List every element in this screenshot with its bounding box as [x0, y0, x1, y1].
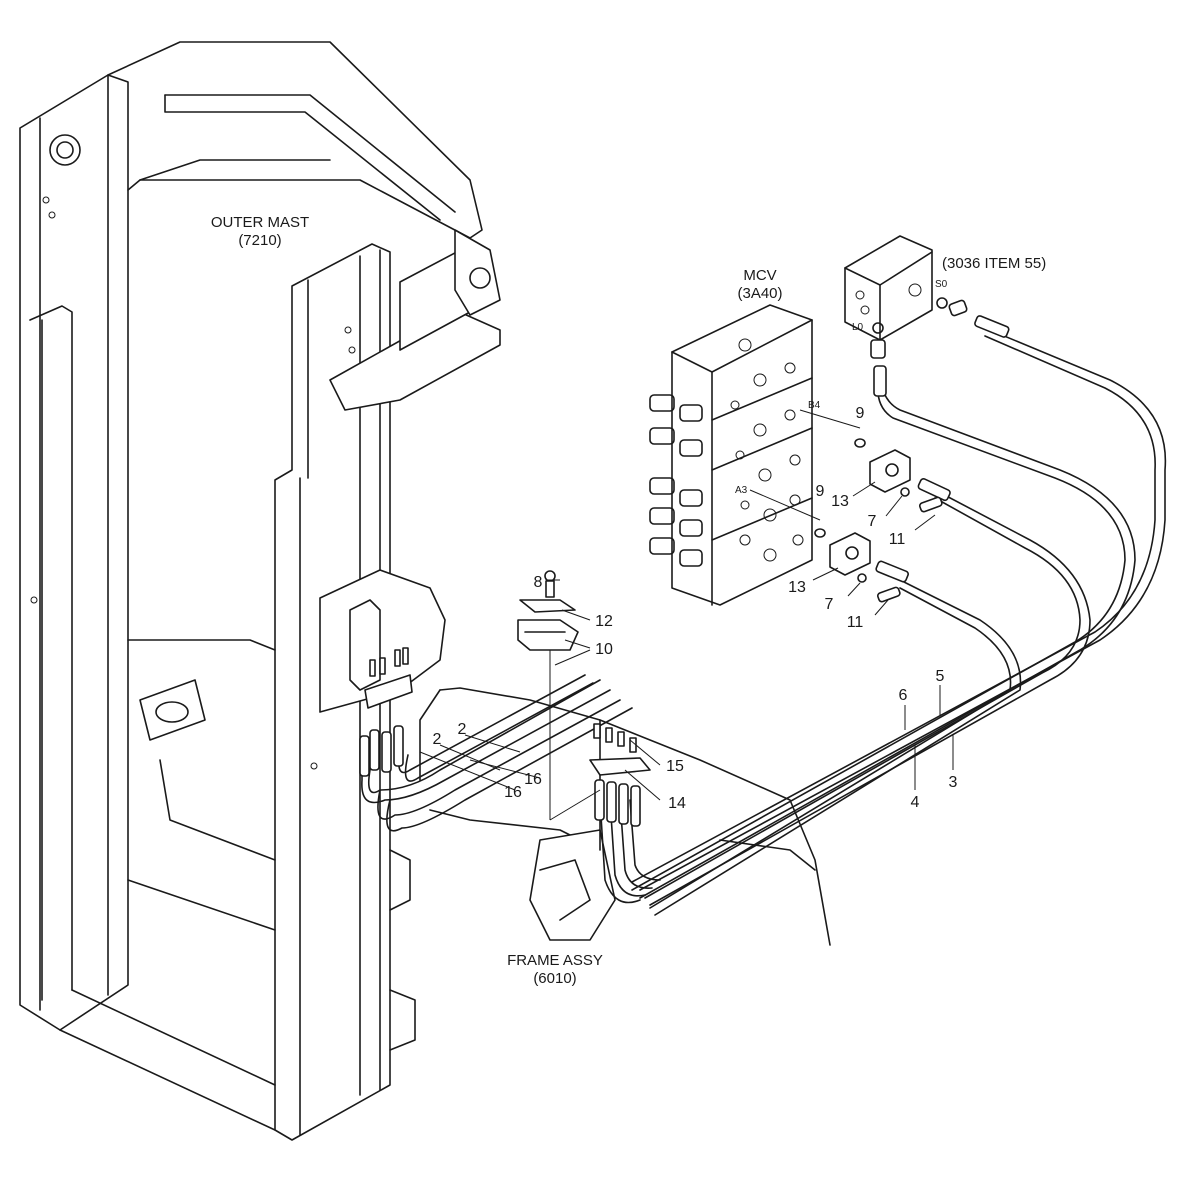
- callout-16: 16: [524, 771, 542, 788]
- callout-14: 14: [668, 795, 686, 812]
- callout-13: 13: [831, 493, 849, 510]
- callout-6: 6: [899, 687, 908, 704]
- callout-13: 13: [788, 579, 806, 596]
- outer-mast-code: (7210): [238, 232, 281, 249]
- callout-9: 9: [816, 483, 825, 500]
- callout-numbers: 2 2 3 4 5 6 7 7 8 9 9 10 11 11 12 13 13 …: [433, 405, 958, 812]
- mcv-label: MCV: [743, 267, 776, 284]
- frame-assy-label: FRAME ASSY: [507, 952, 603, 969]
- callout-9: 9: [856, 405, 865, 422]
- callout-11: 11: [889, 531, 906, 548]
- port-l0-label: L0: [852, 322, 864, 333]
- frame-assy: [419, 687, 831, 946]
- leader-lines: [419, 322, 954, 821]
- callout-12: 12: [595, 613, 613, 630]
- callout-3: 3: [949, 774, 958, 791]
- callout-8: 8: [534, 574, 543, 591]
- mcv-code: (3A40): [737, 285, 782, 302]
- frame-assy-code: (6010): [533, 970, 576, 987]
- port-b4-label: B4: [808, 400, 821, 411]
- outer-mast-label: OUTER MAST: [211, 214, 309, 231]
- port-a3-label: A3: [735, 485, 748, 496]
- callout-11: 11: [847, 614, 864, 631]
- valve-block-3036: [844, 235, 968, 359]
- callout-2: 2: [433, 731, 442, 748]
- outer-mast: [19, 41, 501, 1141]
- callout-7: 7: [868, 513, 877, 530]
- callout-2: 2: [458, 721, 467, 738]
- mcv-valve-block: [649, 304, 813, 606]
- valve-item-label: (3036 ITEM 55): [942, 255, 1046, 272]
- callout-15: 15: [666, 758, 684, 775]
- callout-5: 5: [936, 668, 945, 685]
- callout-7: 7: [825, 596, 834, 613]
- hoses: [359, 315, 1167, 916]
- callout-4: 4: [911, 794, 920, 811]
- part-labels: OUTER MAST (7210) MCV (3A40) (3036 ITEM …: [211, 214, 1046, 987]
- port-s0-label: S0: [935, 279, 948, 290]
- callout-10: 10: [595, 641, 613, 658]
- fittings: [364, 438, 943, 776]
- callout-16: 16: [504, 784, 522, 801]
